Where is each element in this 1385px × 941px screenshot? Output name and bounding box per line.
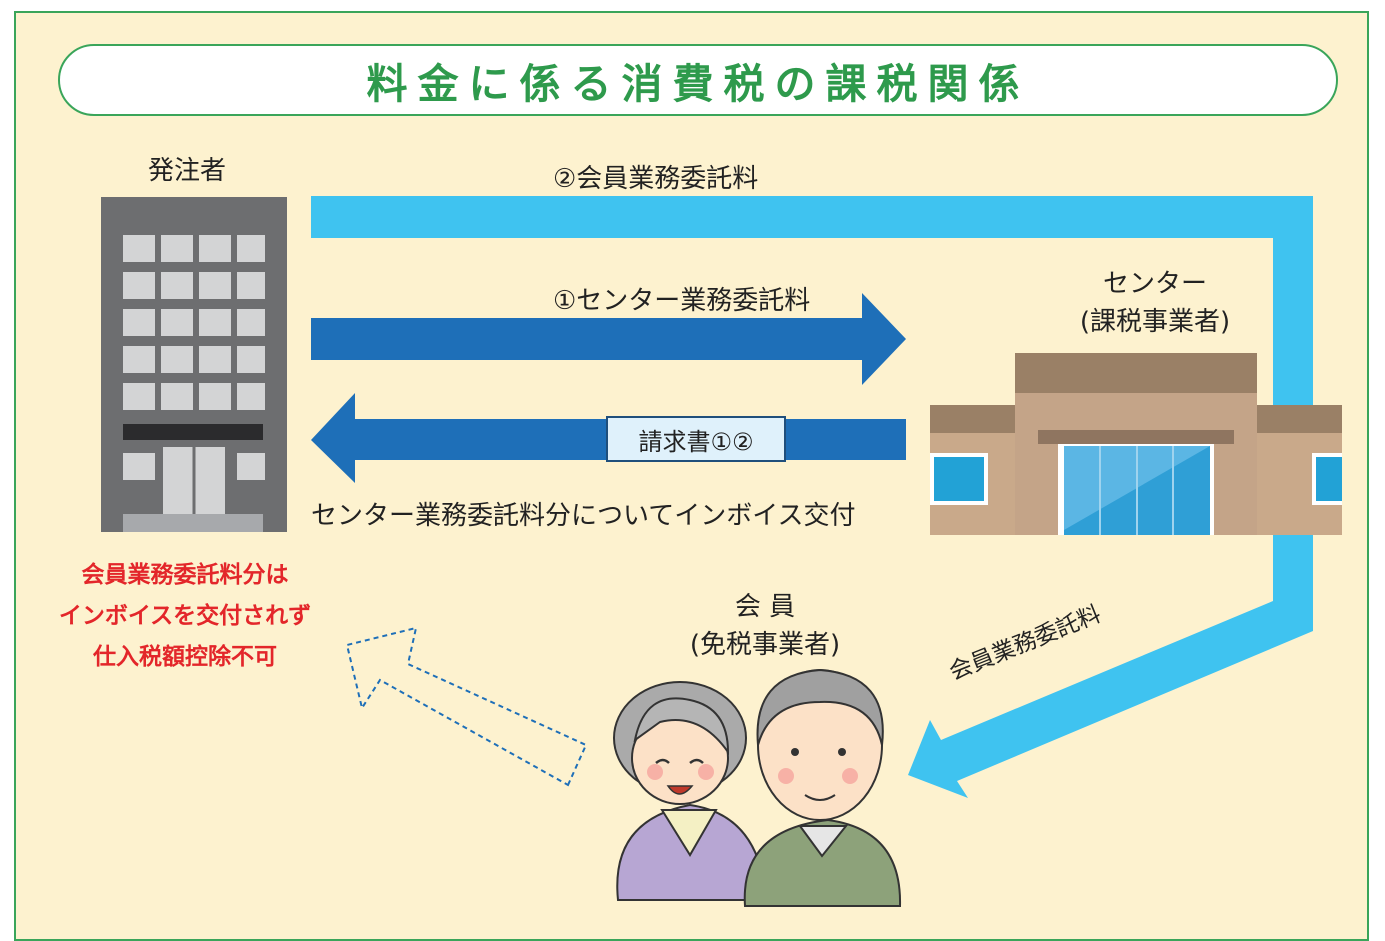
center-facility-icon	[930, 353, 1342, 535]
page-title: 料金に係る消費税の課税関係	[366, 60, 1030, 108]
invoice-label: 請求書①②	[638, 427, 754, 456]
invoice-box: 請求書①②	[606, 416, 786, 462]
member-fee-top-label: ②会員業務委託料	[553, 164, 759, 194]
client-label: 発注者	[148, 156, 227, 186]
member-name: 会 員	[734, 592, 796, 622]
warning-line-1: 会員業務委託料分は	[81, 562, 289, 588]
warning-line-2: インボイスを交付されず	[58, 603, 312, 629]
warning-text: 会員業務委託料分は インボイスを交付されず 仕入税額控除不可	[20, 555, 350, 678]
center-fee-arrow	[311, 293, 906, 385]
no-invoice-dotted-arrow	[345, 626, 588, 787]
warning-line-3: 仕入税額控除不可	[93, 644, 277, 670]
elderly-couple-icon	[613, 668, 902, 907]
center-labels: センター (課税事業者)	[1045, 265, 1265, 341]
office-building-icon	[101, 197, 287, 532]
title-banner: 料金に係る消費税の課税関係	[58, 44, 1338, 116]
center-fee-label: ①センター業務委託料	[553, 286, 811, 316]
member-labels: 会 員 (免税事業者)	[665, 588, 865, 664]
member-status: (免税事業者)	[689, 630, 841, 660]
invoice-note: センター業務委託料分についてインボイス交付	[311, 501, 856, 531]
center-name: センター	[1102, 269, 1207, 299]
center-status: (課税事業者)	[1079, 307, 1231, 337]
